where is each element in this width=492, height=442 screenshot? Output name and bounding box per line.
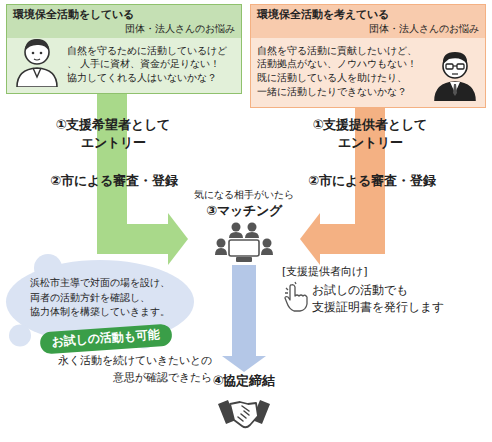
box-header: 環境保全活動を考えている団体・法人さんのお悩み: [251, 5, 485, 38]
cloud-bump: [9, 325, 31, 347]
box-heading: 環境保全活動を考えている: [257, 8, 479, 22]
arrow-band: [232, 265, 256, 356]
problem-box: 環境保全活動をしている団体・法人さんのお悩み自然を守るために活動しているけど、 …: [6, 4, 242, 94]
box-body: 自然を守る活動に貢献したいけど、 活動拠点がない、ノウハウもない！ 既に活動して…: [251, 38, 485, 107]
problem-box: 環境保全活動を考えている団体・法人さんのお悩み自然を守る活動に貢献したいけど、 …: [250, 4, 486, 108]
arrow-head: [168, 213, 188, 265]
cloud-text: 浜松市主導で対面の場を設け、 両者の活動方針を確認し、 協力体制を構築していきま…: [30, 276, 174, 320]
handshake-icon: [216, 392, 272, 432]
step-label: ②市による審査・登録: [302, 172, 442, 190]
meeting-icon: [214, 221, 274, 263]
note-text: お試しの活動でも 支援証明書を発行します: [312, 282, 462, 315]
step-title: ③マッチング: [190, 202, 298, 220]
condition-note: 永く活動を続けていきたいとの 意思が確認できたら: [40, 352, 212, 386]
box-body-text: 自然を守るために活動しているけど、 人手に資材、資金が足りない！ 協力してくれる…: [67, 44, 235, 85]
step-label: ①支援希望者として エントリー: [50, 116, 176, 151]
audience-label: [支援提供者向け]: [282, 264, 402, 279]
person-with-glasses-icon: [431, 47, 479, 101]
arrow-head: [300, 213, 320, 265]
step-title: ④協定締結: [201, 373, 287, 390]
step-label: ②市による審査・登録: [44, 172, 184, 190]
pill-text: お試しの活動も可能: [52, 327, 161, 350]
box-heading: 環境保全活動をしている: [13, 8, 235, 22]
flow-arrow: [222, 265, 266, 372]
box-body-text: 自然を守る活動に貢献したいけど、 活動拠点がない、ノウハウもない！ 既に活動して…: [257, 44, 425, 99]
box-body: 自然を守るために活動しているけど、 人手に資材、資金が足りない！ 協力してくれる…: [7, 38, 241, 93]
matching-step: 気になる相手がいたら③マッチング: [188, 186, 300, 265]
person-icon: [13, 33, 61, 87]
arrow-band: [112, 94, 168, 239]
arrow-head: [222, 356, 266, 372]
step-note: 気になる相手がいたら: [190, 188, 298, 202]
box-header: 環境保全活動をしている団体・法人さんのお悩み: [7, 5, 241, 38]
agreement-step: ④協定締結: [199, 372, 289, 432]
box-subheading: 団体・法人さんのお悩み: [13, 22, 235, 35]
box-subheading: 団体・法人さんのお悩み: [257, 22, 479, 35]
step-label: ①支援提供者として エントリー: [305, 116, 435, 151]
pointing-hand-icon: [285, 282, 307, 311]
